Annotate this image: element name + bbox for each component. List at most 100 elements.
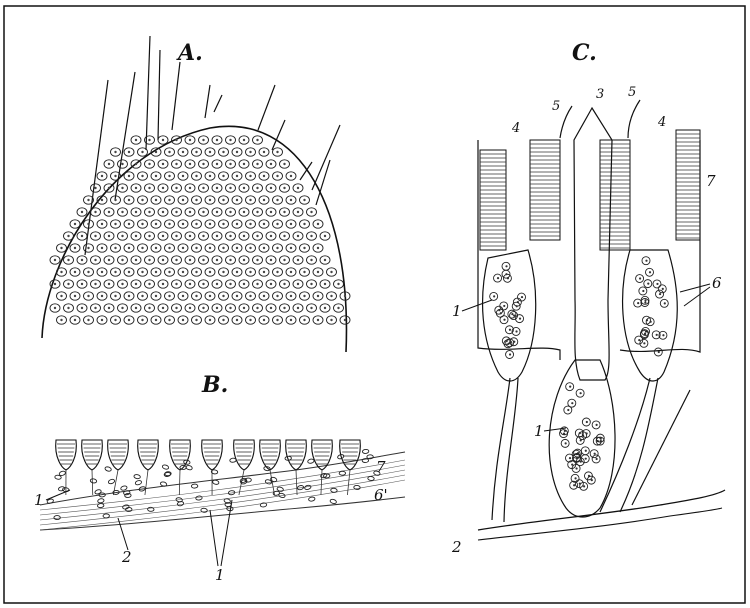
cell-nucleus xyxy=(189,259,191,261)
cell-nucleus xyxy=(67,283,69,285)
cell-nucleus xyxy=(189,235,191,237)
panel-b-pointer-2 xyxy=(118,518,128,550)
cell-nucleus xyxy=(236,247,238,249)
cell-nucleus xyxy=(114,175,116,177)
cell-nucleus xyxy=(229,211,231,213)
cell-nucleus xyxy=(337,283,339,285)
cell-nucleus xyxy=(148,283,150,285)
cell-nucleus xyxy=(182,319,184,321)
sensory-cup xyxy=(138,440,159,470)
cell-nucleus xyxy=(202,211,204,213)
cell-nucleus xyxy=(290,319,292,321)
cluster-nucleolus xyxy=(642,290,644,292)
cell-nucleus xyxy=(141,295,143,297)
sensory-cup xyxy=(82,440,103,470)
cluster-nucleolus xyxy=(594,453,596,455)
nucleus xyxy=(104,466,111,472)
nucleus xyxy=(120,485,127,491)
cell-nucleus xyxy=(162,283,164,285)
cell-nucleus xyxy=(182,223,184,225)
cell-nucleus xyxy=(101,295,103,297)
cell-nucleus xyxy=(195,319,197,321)
cell-nucleus xyxy=(317,223,319,225)
cell-nucleus xyxy=(189,139,191,141)
cell-nucleus xyxy=(229,163,231,165)
cell-nucleus xyxy=(168,151,170,153)
cell-nucleus xyxy=(263,199,265,201)
cell-nucleus xyxy=(270,283,272,285)
cell-nucleus xyxy=(81,283,83,285)
cell-nucleus xyxy=(222,247,224,249)
panel-b-label-2: 2 xyxy=(121,548,132,566)
cell-nucleus xyxy=(256,307,258,309)
cluster-nucleolus xyxy=(645,260,647,262)
sensory-cup xyxy=(286,440,307,470)
bristle xyxy=(146,36,150,150)
cell-nucleus xyxy=(303,199,305,201)
cell-nucleus xyxy=(114,223,116,225)
cup-stalk xyxy=(179,470,180,495)
cell-nucleus xyxy=(148,235,150,237)
bristle xyxy=(115,72,135,200)
cell-nucleus xyxy=(202,307,204,309)
cell-nucleus xyxy=(135,235,137,237)
cell-nucleus xyxy=(148,139,150,141)
cell-nucleus xyxy=(317,247,319,249)
cell-nucleus xyxy=(108,307,110,309)
cell-nucleus xyxy=(256,235,258,237)
cell-nucleus xyxy=(222,223,224,225)
cell-nucleus xyxy=(182,247,184,249)
cell-nucleus xyxy=(135,307,137,309)
cell-nucleus xyxy=(155,247,157,249)
nucleus xyxy=(147,507,154,511)
cell-nucleus xyxy=(216,307,218,309)
cell-nucleus xyxy=(202,139,204,141)
cluster-nucleolus xyxy=(600,437,602,439)
cell-nucleus xyxy=(141,223,143,225)
sensory-cup xyxy=(202,440,223,470)
cell-nucleus xyxy=(182,199,184,201)
cluster-nucleolus xyxy=(662,288,664,290)
cell-nucleus xyxy=(94,235,96,237)
cell-nucleus xyxy=(236,199,238,201)
cell-nucleus xyxy=(141,151,143,153)
cell-nucleus xyxy=(67,307,69,309)
cell-nucleus xyxy=(270,187,272,189)
cluster-nucleolus xyxy=(585,450,587,452)
cell-nucleus xyxy=(128,247,130,249)
cell-nucleus xyxy=(114,247,116,249)
nucleus xyxy=(125,493,132,497)
cell-nucleus xyxy=(101,175,103,177)
cell-nucleus xyxy=(54,307,56,309)
cluster-nucleolus xyxy=(509,329,511,331)
cell-nucleus xyxy=(310,307,312,309)
cell-nucleus xyxy=(276,295,278,297)
cell-nucleus xyxy=(175,163,177,165)
cell-nucleus xyxy=(195,199,197,201)
cell-nucleus xyxy=(270,259,272,261)
cell-nucleus xyxy=(283,187,285,189)
cell-nucleus xyxy=(101,199,103,201)
nucleus xyxy=(103,514,110,518)
cup-stalk xyxy=(145,470,148,495)
cell-nucleus xyxy=(276,319,278,321)
cell-nucleus xyxy=(324,283,326,285)
cluster-nucleolus xyxy=(503,305,505,307)
cell-nucleus xyxy=(276,247,278,249)
cell-nucleus xyxy=(87,271,89,273)
bristle xyxy=(158,50,160,140)
cell-nucleus xyxy=(236,223,238,225)
cluster-nucleolus xyxy=(500,312,502,314)
panel-b-pointer-1-bottom-b xyxy=(221,500,232,566)
nucleus xyxy=(212,479,219,485)
cell-nucleus xyxy=(216,283,218,285)
cell-nucleus xyxy=(297,283,299,285)
fiber xyxy=(40,475,405,525)
panel-a: A. xyxy=(42,36,350,352)
cluster-nucleolus xyxy=(659,293,661,295)
cell-nucleus xyxy=(283,307,285,309)
panel-c-label-5-right: 5 xyxy=(628,85,636,100)
cell-nucleus xyxy=(216,211,218,213)
nucleus xyxy=(123,490,130,495)
